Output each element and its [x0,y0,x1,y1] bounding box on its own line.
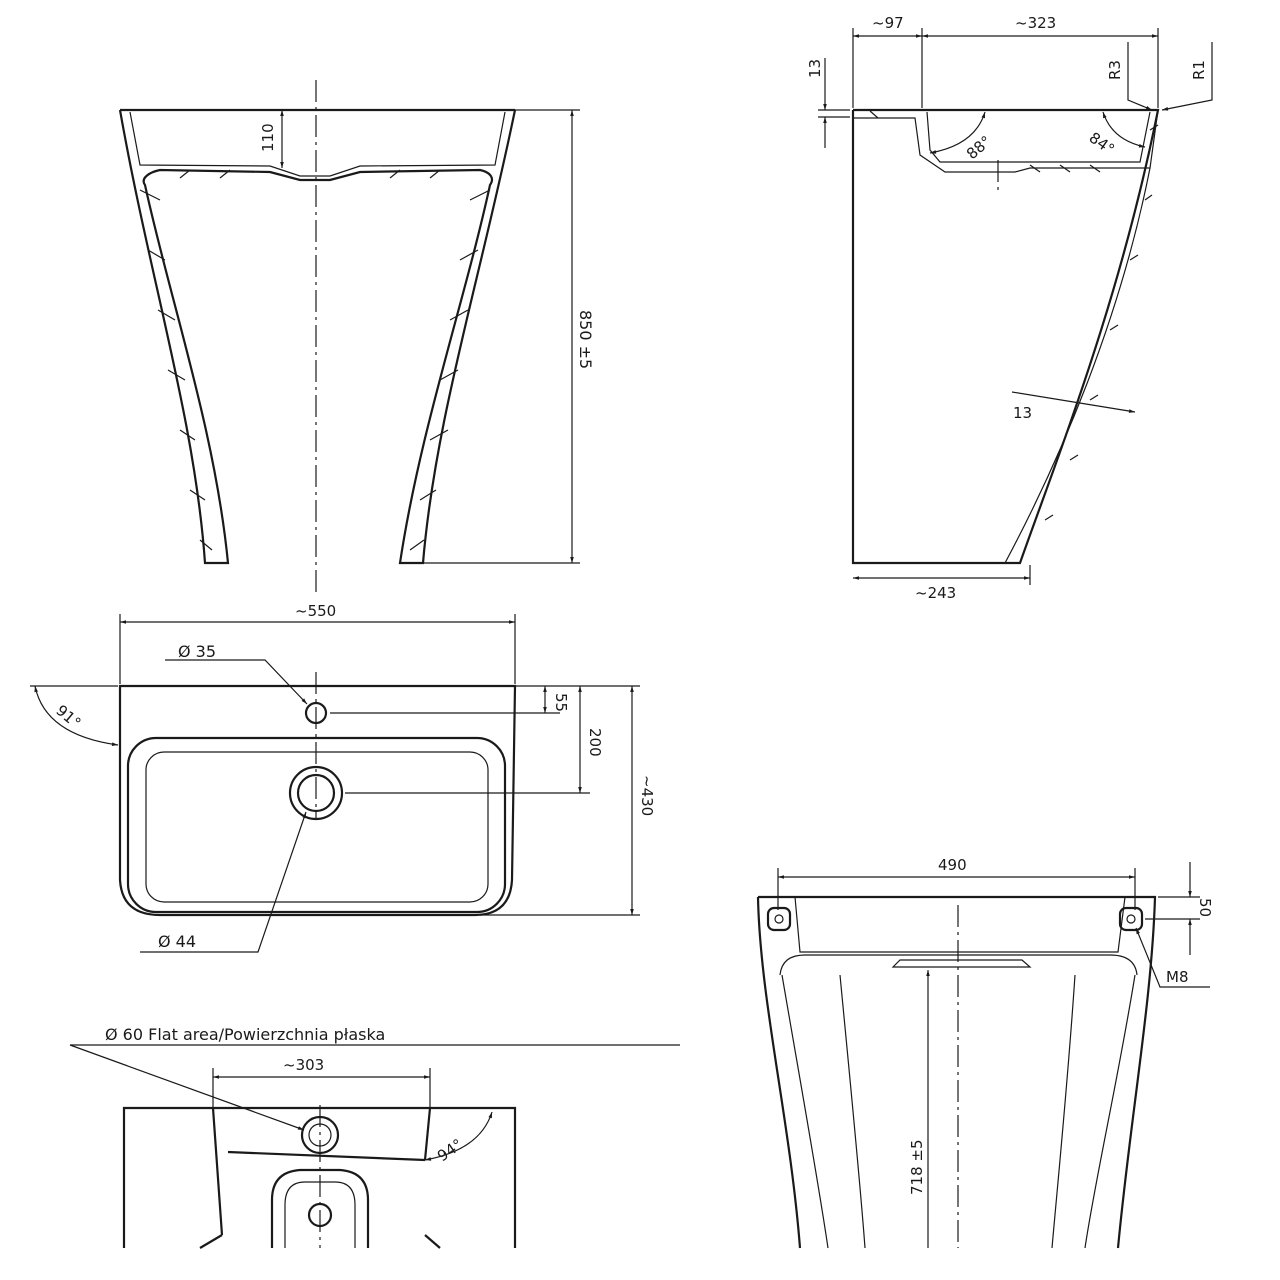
tap-hole-label: Ø 35 [178,642,216,661]
side-rim-dimension: 13 [806,59,824,78]
drain-offset-dimension: 200 [586,728,604,757]
left-fixing-point [766,906,792,932]
drain-hole-label: Ø 44 [158,932,196,951]
side-section-view: ~97 ~323 13 R3 R1 88° 84° 13 ~243 [806,14,1213,602]
front-height-dimension: 850 ±5 [576,310,595,369]
top-plan-view: ~550 Ø 35 55 200 ~430 91° Ø 44 [30,602,656,953]
bottom-width-dimension: ~303 [283,1056,324,1074]
side-front-angle: 84° [1086,129,1118,159]
right-fixing-point [1118,906,1144,932]
side-bowl-dimension: ~323 [1015,14,1056,32]
rear-height-dimension: 718 ±5 [908,1139,926,1195]
front-bowl-depth-dimension: 110 [259,123,277,152]
front-section-view: 850 ±5 110 [118,80,595,592]
side-base-dimension: ~243 [915,584,956,602]
drain-hole [288,765,344,821]
bolt-size-label: M8 [1166,968,1189,986]
fixing-height-dimension: 50 [1196,898,1214,917]
top-side-angle: 91° [52,701,84,732]
flat-area-note: Ø 60 Flat area/Powierzchnia płaska [105,1025,385,1044]
tap-offset-dimension: 55 [552,693,570,712]
top-width-dimension: ~550 [295,602,336,620]
bottom-view: Ø 60 Flat area/Powierzchnia płaska ~303 … [69,1025,680,1249]
top-depth-dimension: ~430 [638,775,656,816]
fixing-spacing-dimension: 490 [938,856,967,874]
side-wall-dimension: 13 [1013,404,1032,422]
side-outer-radius: R1 [1190,60,1208,80]
rear-view: 490 50 M8 718 ±5 [756,856,1214,1249]
side-inner-radius: R3 [1106,60,1124,80]
side-rear-dimension: ~97 [872,14,904,32]
bottom-angle: 94° [434,1135,466,1165]
